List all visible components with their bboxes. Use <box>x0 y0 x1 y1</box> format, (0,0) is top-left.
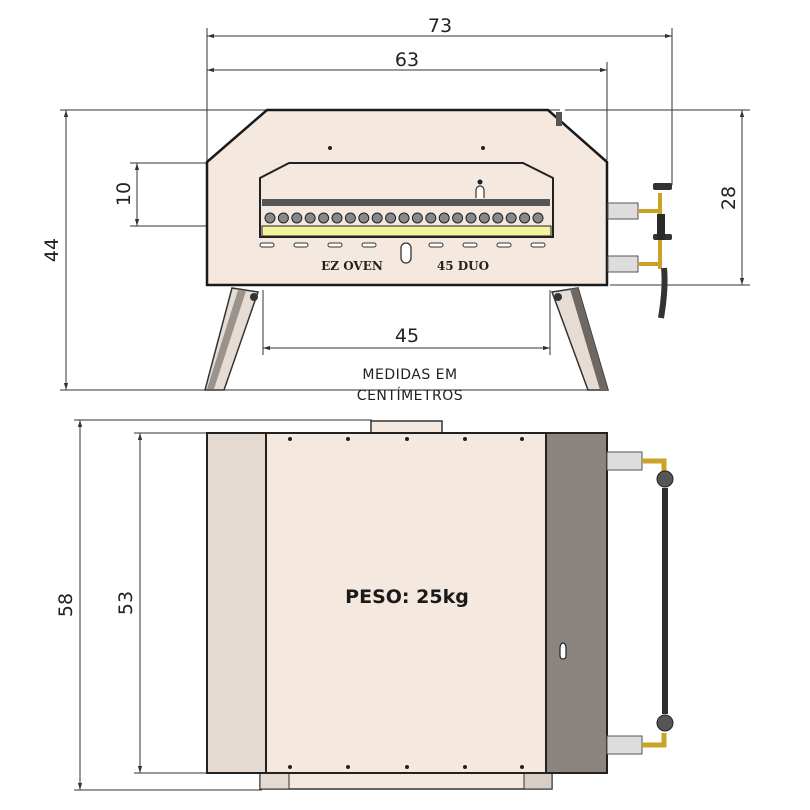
screw <box>288 765 292 769</box>
dim-opening-width: 45 <box>395 325 419 347</box>
dim-opening-height: 10 <box>113 182 135 206</box>
burner-port <box>398 212 410 224</box>
vent-slot <box>259 242 275 248</box>
screw <box>520 765 524 769</box>
screw <box>346 765 350 769</box>
screw <box>520 437 524 441</box>
vent-slot <box>327 242 343 248</box>
weight-label: PESO: 25kg <box>345 586 469 608</box>
front-view: 73 63 44 28 10 45 EZ OVEN 45 DUO <box>41 15 750 404</box>
vent-slot <box>293 242 309 248</box>
screw <box>405 765 409 769</box>
burner-port <box>304 212 316 224</box>
burner-port <box>519 212 531 224</box>
dim-body-depth: 53 <box>115 591 137 615</box>
burner-port <box>492 212 504 224</box>
burner-port <box>425 212 437 224</box>
units-note-line2: CENTÍMETROS <box>357 387 463 404</box>
knob-indicator <box>400 242 412 264</box>
side-handle <box>559 642 567 660</box>
burner-port <box>465 212 477 224</box>
leg-bolt <box>250 293 258 301</box>
burner-port <box>371 212 383 224</box>
burner-port <box>264 212 276 224</box>
vent-slot <box>530 242 546 248</box>
brand-label-right: 45 DUO <box>437 259 489 273</box>
burner-port <box>411 212 423 224</box>
front-lip <box>259 771 553 790</box>
dim-overall-height: 44 <box>41 238 63 262</box>
burner-port <box>277 212 289 224</box>
screw <box>405 437 409 441</box>
gas-hose <box>658 267 668 319</box>
units-note-line1: MEDIDAS EM <box>362 367 457 383</box>
top-panel <box>265 432 547 774</box>
gas-valves-front <box>607 183 672 319</box>
dim-overall-width: 73 <box>428 15 452 37</box>
right-side-panel <box>545 432 608 774</box>
brand-label-left: EZ OVEN <box>321 259 383 273</box>
dimension-lines <box>63 33 745 390</box>
screws <box>288 437 524 769</box>
burner-port <box>438 212 450 224</box>
screw <box>346 437 350 441</box>
dim-body-height: 28 <box>718 186 740 210</box>
burner-port <box>385 212 397 224</box>
left-leg-shadow <box>207 290 246 389</box>
burner-port <box>358 212 370 224</box>
screw <box>288 437 292 441</box>
right-leg-shadow <box>570 288 608 390</box>
vent-slot <box>496 242 512 248</box>
dim-overall-depth: 58 <box>55 593 77 617</box>
top-view: 58 53 PESO: 25kg <box>55 419 674 791</box>
vent-slot <box>361 242 377 248</box>
burner-port <box>478 212 490 224</box>
burner-port <box>452 212 464 224</box>
gas-valves-top <box>606 451 674 755</box>
burner-port <box>318 212 330 224</box>
burner-bar <box>261 225 552 237</box>
burner-port <box>505 212 517 224</box>
left-side-panel <box>206 432 267 774</box>
burner-port <box>344 212 356 224</box>
screw <box>463 437 467 441</box>
vent-slot <box>462 242 478 248</box>
leg-bolt <box>554 293 562 301</box>
ignition-probe <box>475 185 485 198</box>
burner-port <box>532 212 544 224</box>
vent-slot <box>428 242 444 248</box>
burner-port <box>331 212 343 224</box>
dim-body-width: 63 <box>395 49 419 71</box>
baffle <box>262 199 550 206</box>
vent-slots <box>259 242 546 248</box>
screw <box>463 765 467 769</box>
burner-port <box>291 212 303 224</box>
chimney-pin <box>556 112 562 126</box>
burner-row <box>264 212 544 224</box>
